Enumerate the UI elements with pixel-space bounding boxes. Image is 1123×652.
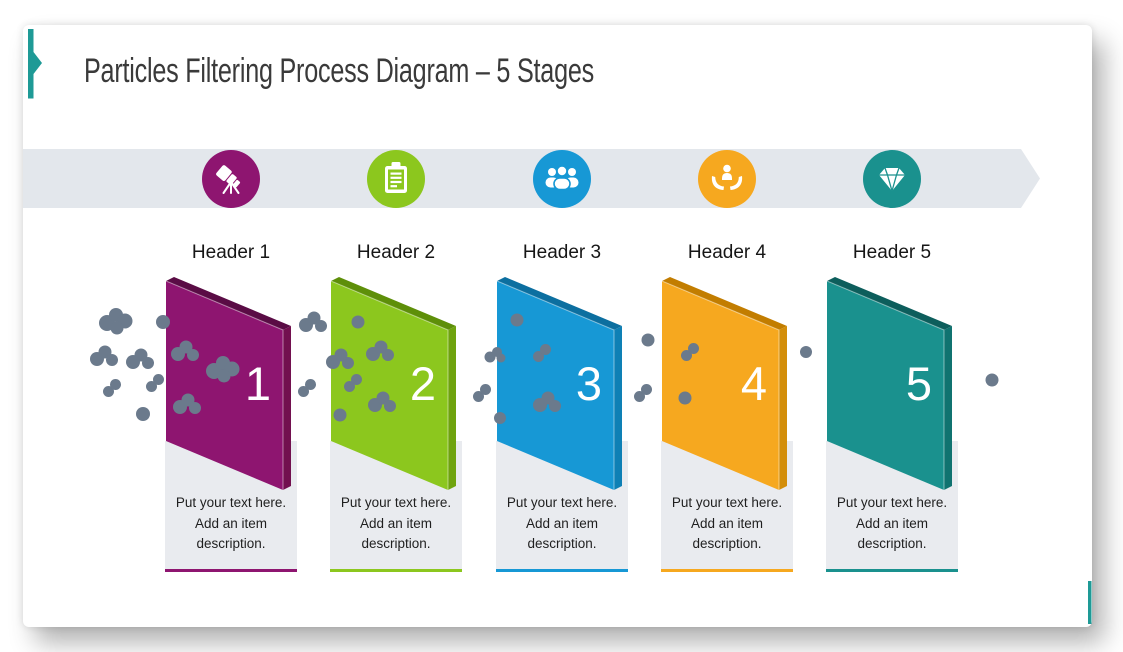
stage-icon-circle-2: [367, 150, 425, 208]
stage-icon-circle-3: [533, 150, 591, 208]
stage-header-3: Header 3: [522, 242, 602, 263]
telescope-icon: [216, 165, 241, 194]
stage-icon-circle-4: [698, 150, 756, 208]
stage-header-1: Header 1: [191, 242, 271, 263]
stage-header-2: Header 2: [356, 242, 436, 263]
description-card-2: Put your text here. Add an item descript…: [330, 441, 462, 572]
slide-title: Particles Filtering Process Diagram – 5 …: [84, 52, 594, 90]
description-card-4: Put your text here. Add an item descript…: [661, 441, 793, 572]
stage-icon-circle-1: [202, 150, 260, 208]
card-underline: [165, 569, 297, 572]
people-group-icon: [545, 165, 579, 191]
card-description: Put your text here. Add an item descript…: [506, 495, 618, 551]
clipboard-icon: [385, 162, 407, 193]
stage-number-4: 4: [740, 357, 768, 410]
stage-number-2: 2: [409, 357, 437, 410]
description-card-1: Put your text here. Add an item descript…: [165, 441, 297, 572]
stage-number-1: 1: [244, 357, 272, 410]
stage-header-5: Header 5: [852, 242, 932, 263]
diamond-icon: [879, 167, 905, 192]
card-description: Put your text here. Add an item descript…: [340, 495, 452, 551]
description-card-3: Put your text here. Add an item descript…: [496, 441, 628, 572]
hands-care-icon: [711, 164, 743, 190]
card-description: Put your text here. Add an item descript…: [671, 495, 783, 551]
card-underline: [496, 569, 628, 572]
card-underline: [661, 569, 793, 572]
description-card-5: Put your text here. Add an item descript…: [826, 441, 958, 572]
card-underline: [330, 569, 462, 572]
card-underline: [826, 569, 958, 572]
stage-number-3: 3: [575, 357, 603, 410]
stage-icon-circle-5: [863, 150, 921, 208]
stage-header-4: Header 4: [687, 242, 767, 263]
stage-number-5: 5: [905, 357, 933, 410]
card-description: Put your text here. Add an item descript…: [836, 495, 948, 551]
card-description: Put your text here. Add an item descript…: [175, 495, 287, 551]
